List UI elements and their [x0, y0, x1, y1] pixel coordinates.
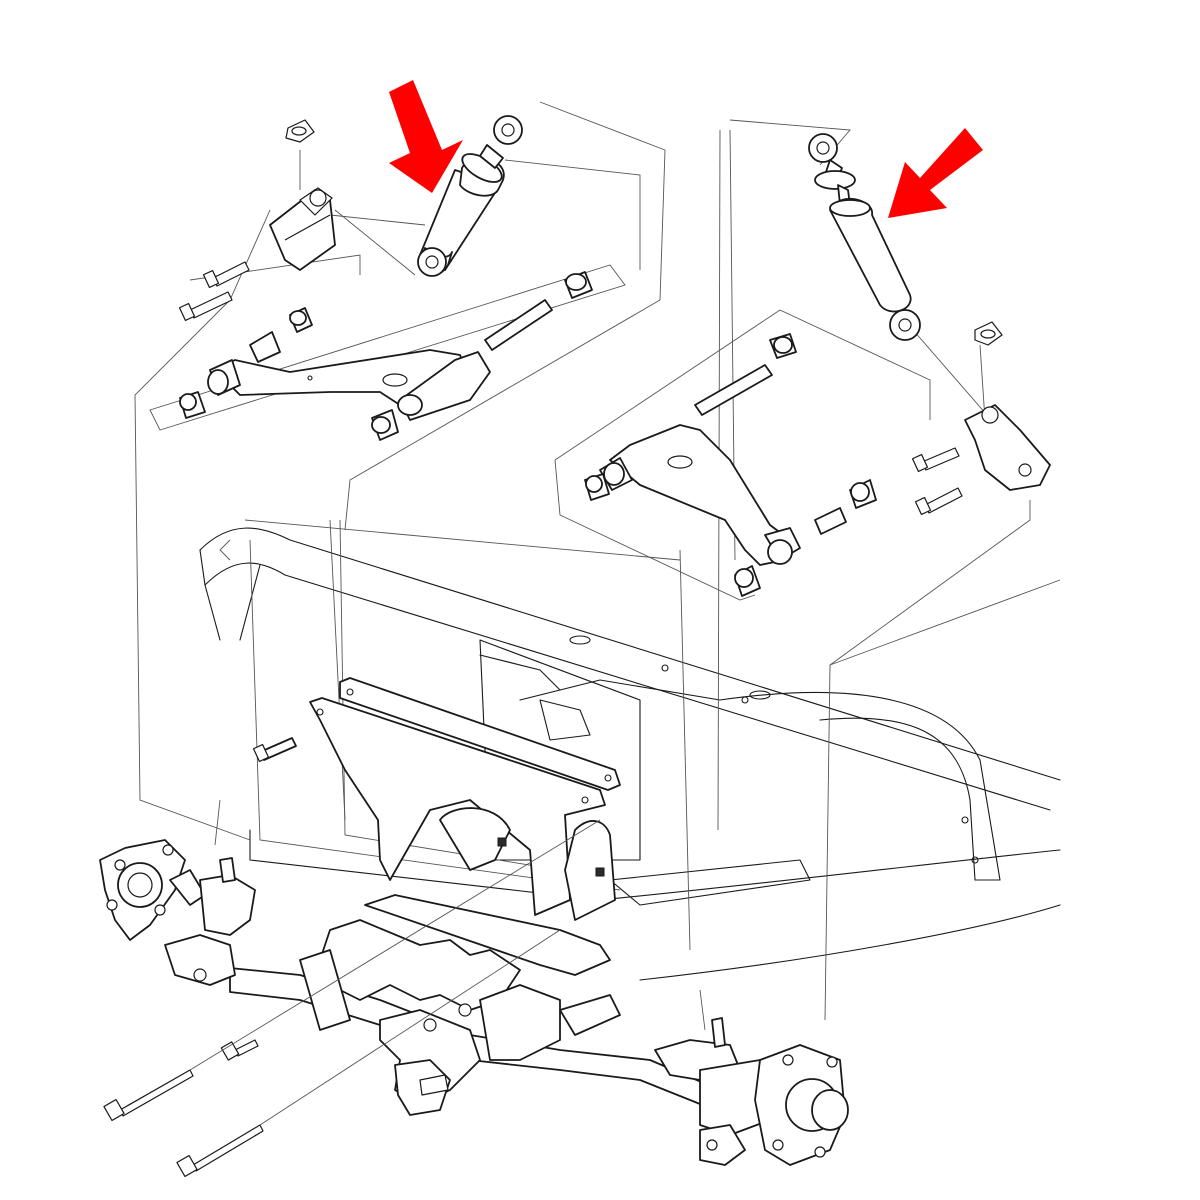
right-wheel-hub	[654, 1017, 849, 1166]
red-arrow-icon	[888, 128, 983, 218]
front-crossmember-plate	[252, 677, 621, 921]
right-shock-absorber	[808, 133, 921, 341]
left-shock-callout-arrow	[389, 80, 463, 193]
red-arrow-icon	[389, 80, 463, 193]
right-shock-callout-arrow	[888, 128, 983, 218]
left-wheel-hub	[99, 839, 256, 986]
left-shock-mount-bracket	[178, 119, 336, 322]
right-shock-mount-bracket	[911, 321, 1051, 516]
left-control-arm	[179, 271, 593, 441]
left-shock-absorber	[417, 115, 523, 277]
right-control-arm	[584, 333, 877, 597]
exploded-view-leader-lines	[134, 101, 1061, 1031]
mounting-bolts	[103, 819, 601, 1178]
front-axle-assembly	[229, 894, 721, 1116]
vehicle-frame	[199, 519, 1061, 981]
